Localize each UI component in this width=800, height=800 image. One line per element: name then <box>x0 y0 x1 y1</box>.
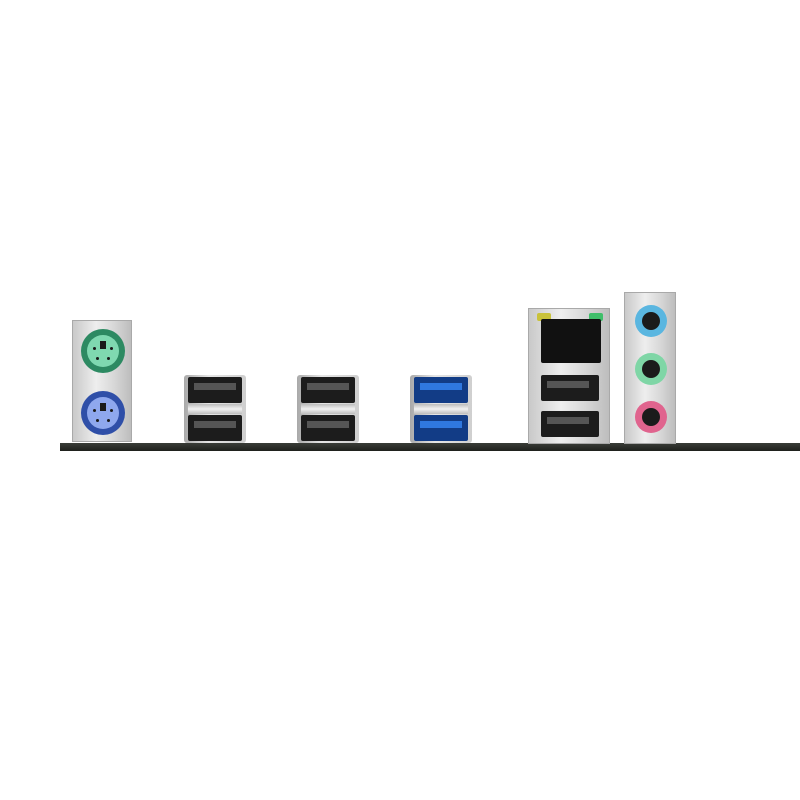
lan-led-green <box>589 313 603 321</box>
audio-mic-jack <box>635 401 667 433</box>
ps2-mouse-port <box>81 329 125 373</box>
ps2-keyboard-port <box>81 391 125 435</box>
usb2-stack-1 <box>184 375 246 443</box>
usb-port <box>301 415 355 441</box>
audio-bracket <box>624 292 676 444</box>
rj45-port <box>541 319 601 363</box>
usb-port <box>541 375 599 401</box>
usb3-stack <box>410 375 472 443</box>
lan-usb-bracket <box>528 308 610 444</box>
usb-port <box>188 377 242 403</box>
lan-led-yellow <box>537 313 551 321</box>
ps2-bracket <box>72 320 132 442</box>
usb3-port <box>414 415 468 441</box>
usb2-stack-2 <box>297 375 359 443</box>
pcb-edge <box>60 443 800 451</box>
usb-port <box>188 415 242 441</box>
usb3-port <box>414 377 468 403</box>
usb-port <box>301 377 355 403</box>
usb-port <box>541 411 599 437</box>
audio-line-out-jack <box>635 353 667 385</box>
audio-line-in-jack <box>635 305 667 337</box>
